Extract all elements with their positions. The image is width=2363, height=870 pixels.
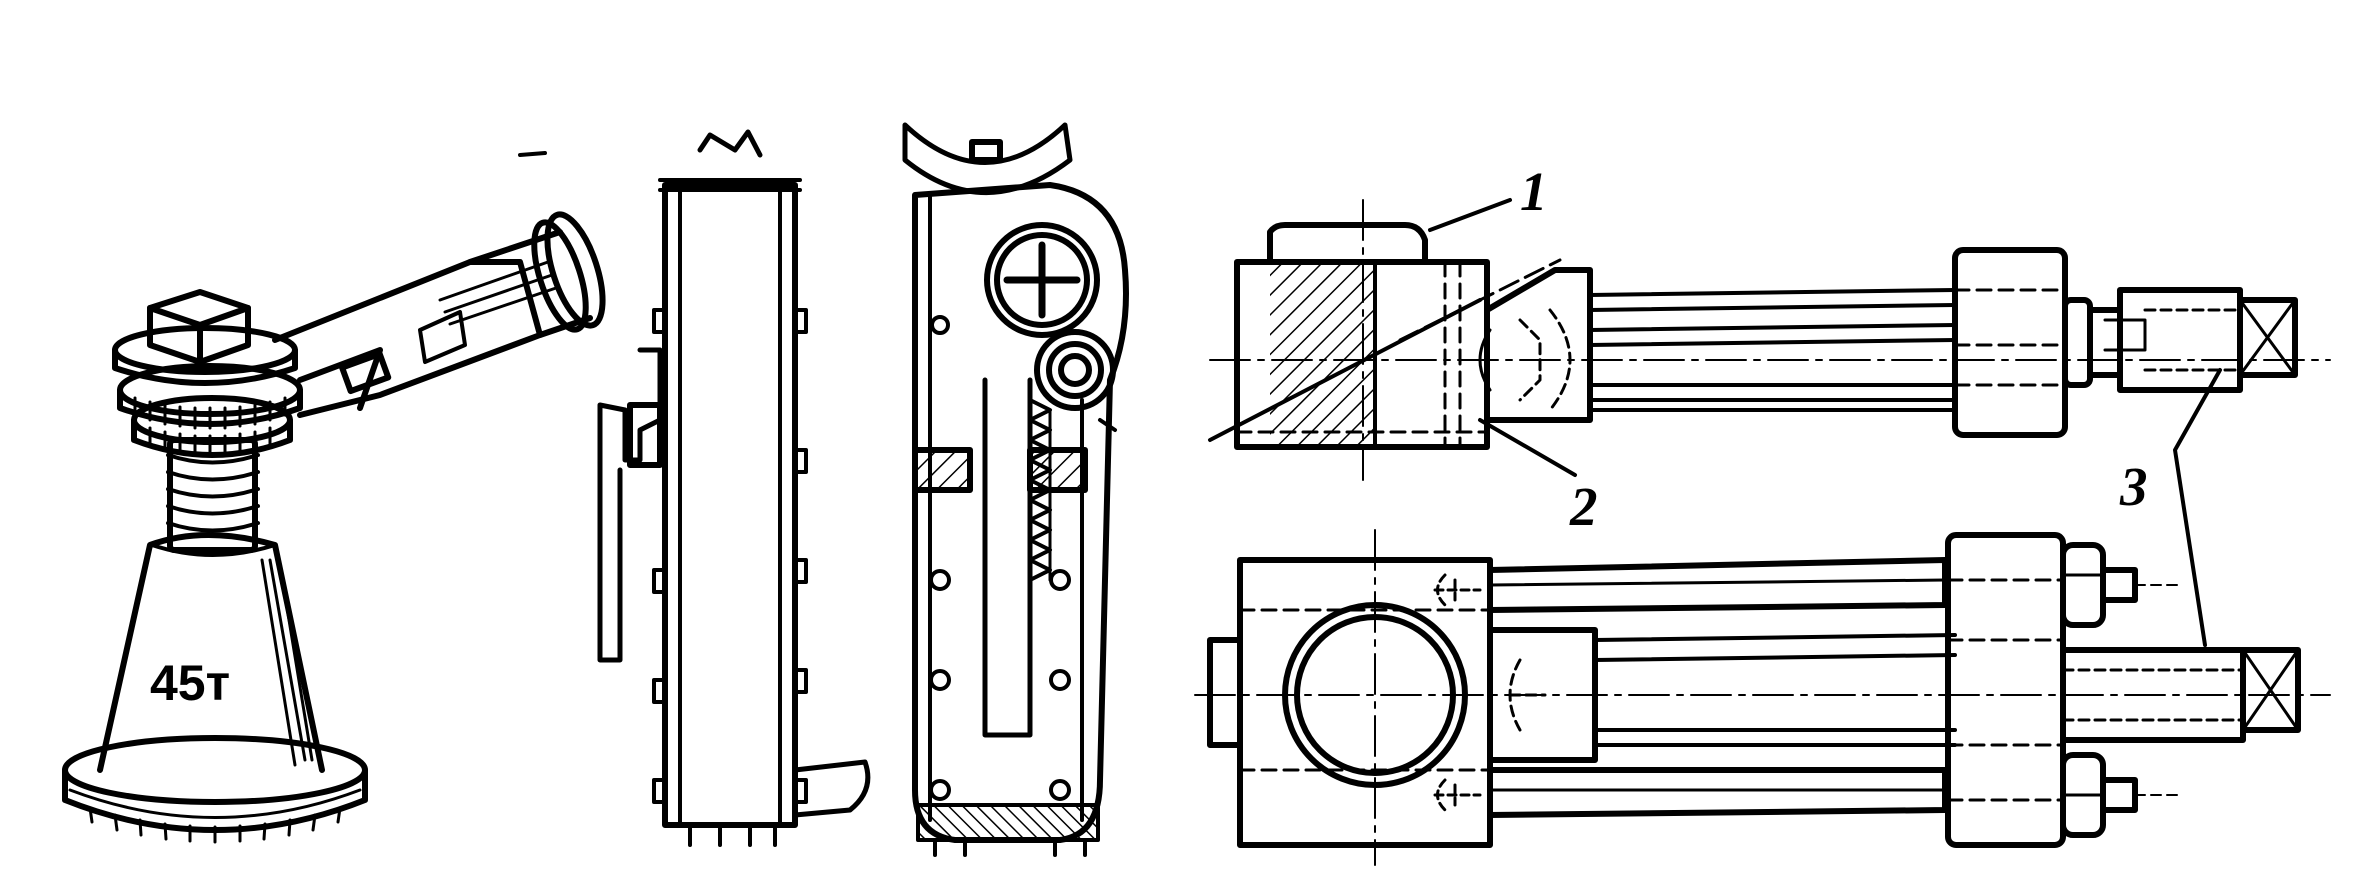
- callout-2: 2: [1569, 476, 1598, 537]
- jack-handle-end: [544, 211, 606, 329]
- jack-cone-body: [97, 532, 325, 773]
- clamp-square-end-front: [2240, 647, 2301, 733]
- jack-square-head: [147, 289, 251, 365]
- stray-mark: [518, 151, 547, 157]
- rack-jack-side-view: [597, 129, 871, 847]
- clamp-wedge: [1484, 267, 1593, 423]
- rack-jack-small-gear: [1034, 329, 1116, 411]
- callout-1: 1: [1520, 161, 1548, 222]
- clamp-top-view: [1208, 199, 2331, 481]
- screw-jack-drawing: [62, 211, 606, 844]
- clamp-nut-block: [1952, 247, 2068, 438]
- callout-3: 3: [2119, 456, 2148, 517]
- rack-jack-saddle: [902, 122, 1073, 195]
- clamp-ring: [1282, 602, 1468, 788]
- rack-jack-section-view: [902, 122, 1129, 857]
- clamp-square-end: [2237, 297, 2298, 378]
- clamp-front-view: [1194, 529, 2331, 866]
- rack-bar: [982, 377, 1033, 738]
- rack-jack-body-side: [662, 182, 798, 828]
- rack-jack-toe: [792, 759, 871, 818]
- jack-capacity-marking: 45т: [150, 655, 230, 711]
- rack-jack-large-gear: [984, 222, 1100, 338]
- jack-lever-arm: [272, 259, 543, 418]
- rack-jack-crank-handle: [597, 347, 663, 663]
- callout-leaders: [1428, 198, 2222, 647]
